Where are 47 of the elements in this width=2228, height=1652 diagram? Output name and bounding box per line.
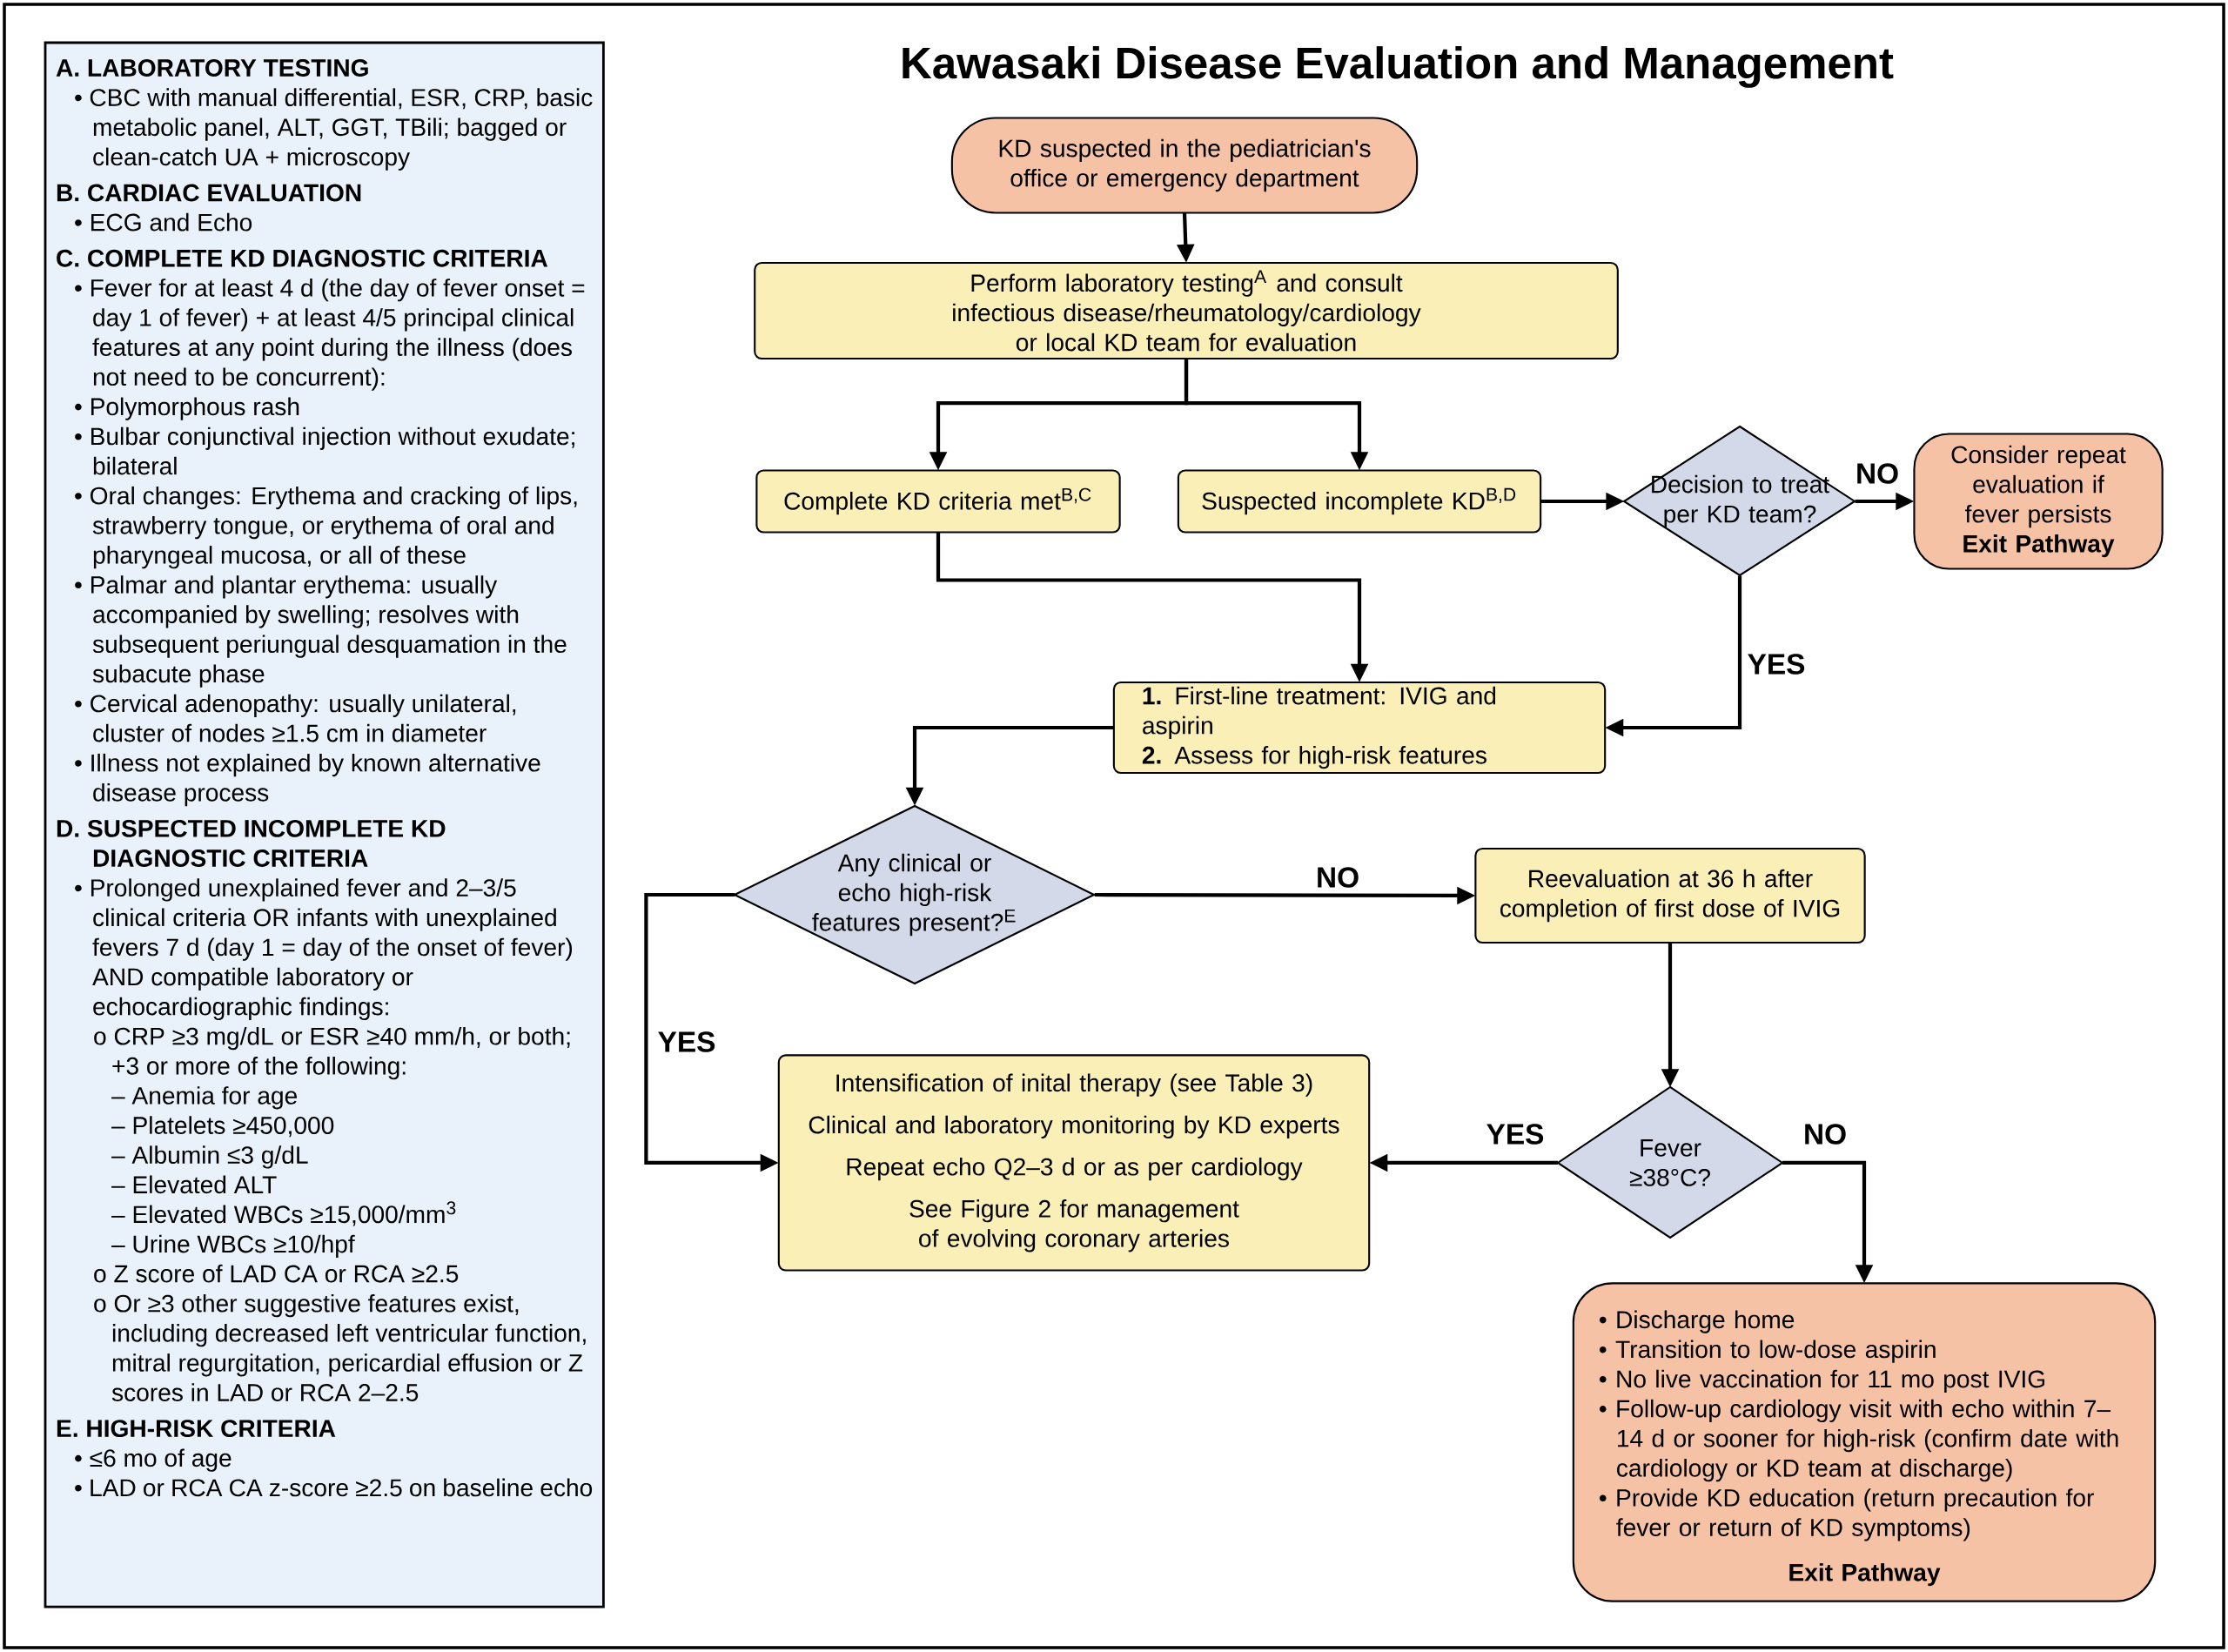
list-item: – Elevated WBCs ≥15,000/mm$^{3}$	[111, 1201, 456, 1226]
section-heading: B. CARDIAC EVALUATION	[57, 184, 361, 202]
list-item: • ≤6 mo of age	[75, 1448, 232, 1472]
edge-label: NO	[1312, 863, 1363, 891]
list-item: • Cervical adenopathy: usually unilateral, cluster of nodes ≥1.5 cm in diameter	[75, 694, 516, 742]
process-box: Reevaluation at 36 h after completion of first dose of IVIG	[1474, 847, 1866, 944]
edge-label: NO	[1800, 1120, 1850, 1148]
process-box: Intensification of inital therapy (see Table 3) Clinical and laboratory monitoring by KD experts Repeat echo Q2–3 d or as per cardiology See Figure 2 for management of evolving coronary arteries	[777, 1054, 1371, 1272]
list-item: • Palmar and plantar erythema: usually accompanied by swelling; resolves with subsequent periungual desquamation in the subacute phase	[75, 575, 567, 688]
list-item: • Oral changes: Erythema and cracking of lips, strawberry tongue, or erythema of oral and pharyngeal mucosa, or all of these	[75, 486, 577, 569]
list-item: o Z score of LAD CA or RCA ≥2.5	[94, 1264, 459, 1283]
list-item: • Discharge home	[1599, 1310, 1795, 1333]
title: Kawasaki Disease Evaluation and Management	[903, 46, 1894, 88]
start-terminal: KD suspected in the pediatrician's office or emergency department	[950, 117, 1419, 214]
exit-terminal: Consider repeat evaluation if fever persists Exit Pathway	[1913, 433, 2164, 570]
list-item: • No live vaccination for 11 mo post IVIG	[1599, 1369, 2045, 1393]
list-item: • Provide KD education (return precaution for fever or return of KD symptoms)	[1599, 1488, 2094, 1541]
edge-label: YES	[1483, 1120, 1547, 1148]
list-item: • CBC with manual differential, ESR, CRP, basic metabolic panel, ALT, GGT, TBili; bagged or clean-catch UA + microscopy	[75, 88, 593, 171]
list-item: o Or ≥3 other suggestive features exist, including decreased left ventricular function, mitral regurgitation, pericardial effusion or Z scores in LAD or RCA 2–2.5	[94, 1293, 586, 1401]
list-item: – Elevated ALT	[111, 1175, 277, 1194]
list-item: • ECG and Echo	[75, 212, 252, 232]
list-item: • Illness not explained by known alternative disease process	[75, 753, 540, 807]
process-box: 1. First-line treatment: IVIG and aspirin 2. Assess for high-risk features	[1112, 681, 1607, 775]
list-item: • Follow-up cardiology visit with echo within 7–14 d or sooner for high-risk (confirm date with cardiology or KD team at discharge)	[1599, 1399, 2118, 1482]
list-item: • Polymorphous rash	[75, 397, 299, 420]
criteria-panel	[44, 41, 605, 1608]
list-item: – Anemia for age	[111, 1086, 297, 1110]
edge-label: YES	[1744, 650, 1809, 678]
edge-label: YES	[654, 1028, 719, 1056]
process-box: Suspected incomplete KD$^{B,D}$	[1177, 469, 1542, 534]
list-item: • Bulbar conjunctival injection without exudate; bilateral	[75, 426, 574, 475]
section-heading: E. HIGH-RISK CRITERIA	[57, 1420, 336, 1438]
list-item: • Transition to low-dose aspirin	[1599, 1340, 1936, 1363]
section-heading: C. COMPLETE KD DIAGNOSTIC CRITERIA	[57, 249, 548, 267]
section-heading: A. LABORATORY TESTING	[56, 59, 368, 77]
process-box: Complete KD criteria met$^{B,C}$	[755, 469, 1121, 534]
list-item: – Platelets ≥450,000	[111, 1116, 334, 1138]
process-box: Perform laboratory testing$^{A}$ and consult infectious disease/rheumatology/cardiology or local KD team for evaluation	[754, 261, 1619, 360]
list-item: – Albumin ≤3 g/dL	[111, 1145, 308, 1169]
list-item: • Fever for at least 4 d (the day of fever onset = day 1 of fever) + at least 4/5 principal clinical features at any point during the illness (does not need to be concurrent):	[75, 279, 585, 391]
list-item: – Urine WBCs ≥10/hpf	[111, 1234, 355, 1258]
list-item: • LAD or RCA CA z-score ≥2.5 on baseline echo	[75, 1478, 593, 1497]
list-item: o CRP ≥3 mg/dL or ESR ≥40 mm/h, or both; +3 or more of the following:	[94, 1026, 570, 1080]
list-item: • Prolonged unexplained fever and 2–3/5 clinical criteria OR infants with unexplained fevers 7 d (day 1 = day of the onset of fever) AND compatible laboratory or echocardiographic findings:	[75, 878, 573, 1021]
exit-terminal: • Discharge home • Transition to low-dose aspirin • No live vaccination for 11 mo post IVIG • Follow-up cardiology visit with echo within 7–14 d or sooner for high-risk (confirm date with cardiology or KD team at discharge) • Provide KD education (return precaution for fever or return of KD symptoms) Exit Pathway	[1572, 1282, 2157, 1602]
section-heading: D. SUSPECTED INCOMPLETE KD DIAGNOSTIC CRITERIA	[57, 819, 446, 867]
